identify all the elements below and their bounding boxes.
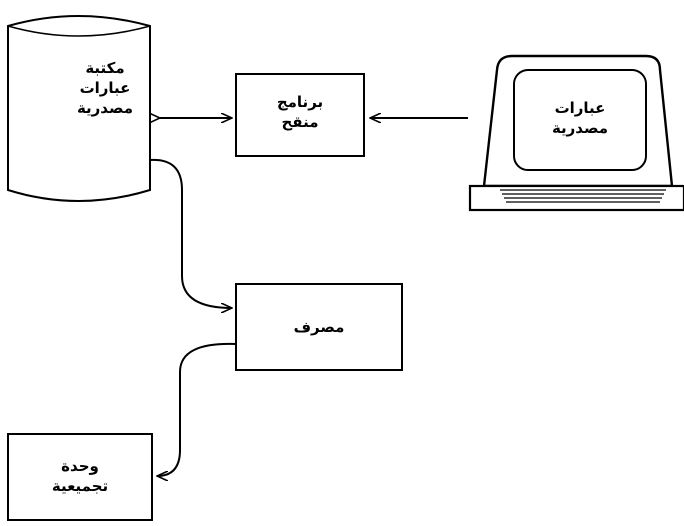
source-library-line-1: مكتبة [85, 59, 125, 77]
assembler-line-2: تجميعية [51, 477, 109, 495]
compiler-box [235, 283, 403, 371]
terminal-source-label: عبارات مصدرية [514, 98, 646, 138]
assembler-line-1: وحدة [61, 457, 99, 475]
editor-program-line-1: برنامج [276, 93, 324, 111]
assembler-box [7, 433, 153, 521]
terminal-line-1: عبارات [554, 99, 606, 117]
terminal-monitor [468, 54, 684, 212]
arrow-library-compiler [149, 158, 232, 308]
source-library-line-2: عبارات [79, 79, 131, 97]
arrow-compiler-assembler [157, 342, 237, 476]
source-library-cylinder [7, 15, 151, 202]
compiler-line-1: مصرف [293, 318, 345, 336]
assembler-label: وحدة تجميعية [8, 456, 152, 496]
compiler-label: مصرف [236, 317, 402, 337]
source-library-label: مكتبة عبارات مصدرية [60, 58, 150, 118]
editor-program-label: برنامج منقح [236, 92, 364, 132]
editor-program-line-2: منقح [281, 113, 319, 131]
source-library-line-3: مصدرية [76, 99, 134, 117]
editor-program-box [235, 73, 365, 157]
terminal-line-2: مصدرية [551, 119, 609, 137]
